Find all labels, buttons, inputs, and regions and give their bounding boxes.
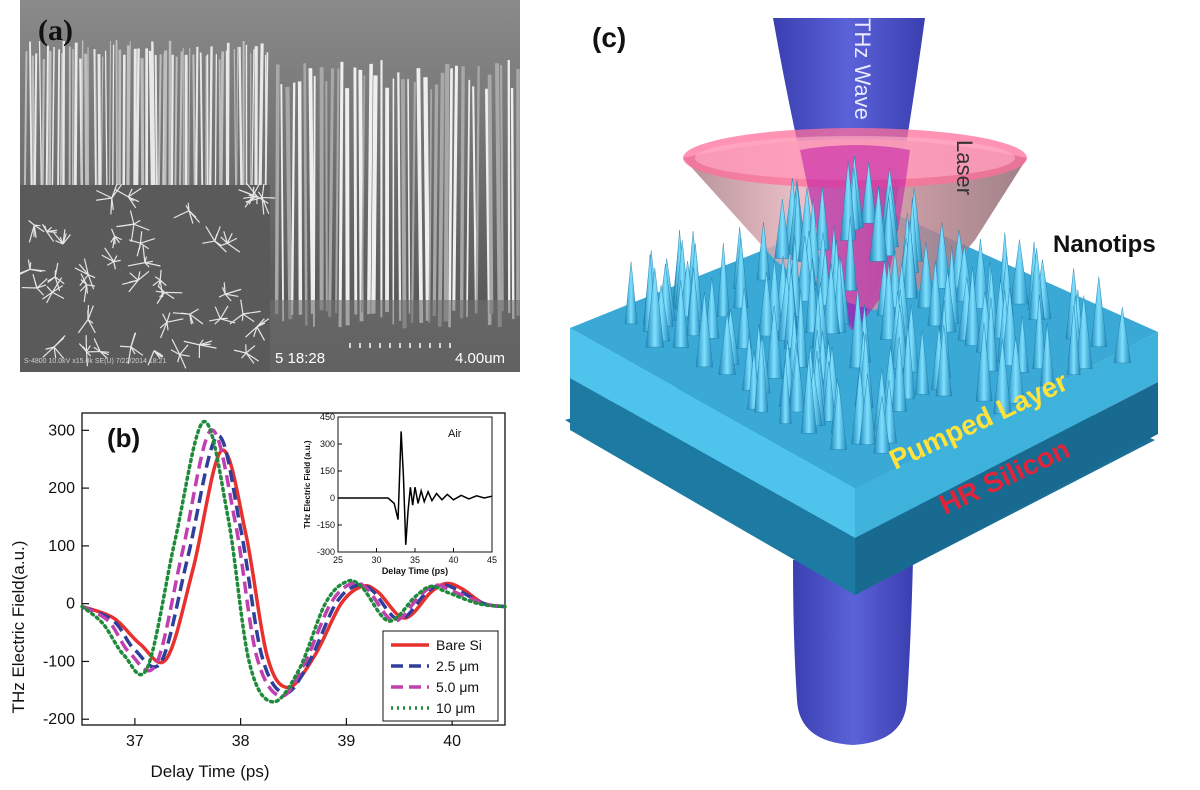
inset-frame: [338, 417, 492, 552]
nanowire: [347, 88, 348, 325]
nanowire: [434, 84, 436, 316]
nanowire: [156, 55, 157, 185]
x-tick-label: 37: [126, 733, 144, 750]
nanowire: [47, 46, 48, 185]
nanowire: [287, 87, 290, 319]
nanowire: [128, 45, 129, 185]
nanowire: [165, 51, 166, 185]
nanowire: [193, 55, 194, 185]
nanowire: [113, 45, 114, 185]
nanowire: [99, 54, 100, 185]
nanotip-cone: [625, 262, 637, 324]
inset-x-tick-label: 40: [448, 555, 458, 565]
nanowire: [462, 66, 464, 318]
legend-label: 2.5 μm: [436, 658, 479, 674]
nanowire: [43, 59, 44, 185]
inset-x-tick-label: 35: [410, 555, 420, 565]
inset-y-tick-label: 450: [320, 412, 335, 422]
nanowire: [75, 43, 76, 185]
nanowire: [175, 57, 176, 185]
nanowire-cluster: [242, 314, 243, 321]
nanowire: [446, 64, 447, 321]
sem-image: (a) 5 18:28 4.00um S-4800 10.0kV x15.0k …: [20, 0, 520, 372]
y-tick-label: 0: [66, 596, 75, 613]
nanowire: [512, 88, 513, 319]
schematic-svg: THz Wave Laser Nanotips Pumped Layer HR …: [555, 0, 1200, 785]
inset-y-tick-label: 0: [330, 493, 335, 503]
nanowire: [340, 62, 342, 327]
y-tick-label: 100: [48, 538, 75, 555]
inset-x-tick-label: 30: [371, 555, 381, 565]
schematic-illustration: THz Wave Laser Nanotips Pumped Layer HR …: [555, 0, 1200, 785]
x-tick-label: 38: [232, 733, 250, 750]
nanowire: [310, 68, 312, 314]
sem-time-text: 5 18:28: [275, 350, 325, 367]
nanowire: [403, 79, 405, 328]
nanowire: [260, 43, 262, 185]
legend-label: 5.0 μm: [436, 679, 479, 695]
nanowire: [305, 63, 307, 325]
y-tick-label: -200: [43, 711, 75, 728]
nanowire: [35, 53, 36, 185]
inset-title: Air: [448, 428, 462, 440]
nanowire: [50, 51, 51, 185]
nanowire: [124, 55, 125, 185]
nanowire: [137, 48, 139, 185]
nanotips-label: Nanotips: [1053, 231, 1156, 258]
nanowire: [221, 51, 223, 185]
nanowire: [196, 47, 197, 185]
laser-label: Laser: [952, 140, 977, 195]
inset-y-label: THz Electric Field (a.u.): [303, 440, 312, 528]
x-tick-label: 40: [443, 733, 461, 750]
nanowire-cluster: [30, 262, 31, 269]
panel-a-label: (a): [38, 14, 73, 48]
nanowire: [142, 58, 143, 185]
nanowire: [355, 67, 356, 314]
scale-bar-label: 4.00um: [455, 350, 505, 367]
y-axis-label: THz Electric Field(a.u.): [9, 541, 28, 714]
nanowire: [326, 81, 327, 311]
inset-y-tick-label: 150: [320, 466, 335, 476]
nanowire: [58, 49, 59, 185]
nanowire: [300, 81, 301, 314]
inset-x-tick-label: 45: [487, 555, 497, 565]
nanowire: [425, 77, 428, 321]
inset-y-tick-label: -300: [317, 547, 335, 557]
legend-label: 10 μm: [436, 700, 475, 716]
inset-y-tick-label: -150: [317, 520, 335, 530]
y-tick-label: 200: [48, 480, 75, 497]
sem-micrograph: [20, 0, 520, 372]
y-tick-label: 300: [48, 422, 75, 439]
thz-wave-label: THz Wave: [850, 18, 875, 120]
nanowire: [497, 63, 500, 327]
nanowire: [277, 65, 278, 315]
panel-c-label: (c): [592, 22, 626, 54]
nanowire: [369, 64, 371, 314]
y-tick-label: -100: [43, 653, 75, 670]
nanowire: [215, 54, 216, 185]
nanowire: [373, 75, 375, 313]
nanowire: [172, 55, 173, 185]
nanowire: [82, 40, 83, 185]
nanowire: [86, 54, 87, 185]
nanowire: [490, 74, 492, 313]
nanowire: [314, 76, 315, 326]
nanowire-cluster: [160, 270, 161, 280]
legend-label: Bare Si: [436, 637, 482, 653]
x-axis-label: Delay Time (ps): [150, 762, 269, 781]
x-tick-label: 39: [337, 733, 355, 750]
panel-b-label: (b): [107, 423, 140, 454]
nanowire: [33, 56, 34, 185]
inset-x-label: Delay Time (ps): [382, 566, 448, 576]
sem-footer-text: S-4800 10.0kV x15.0k SE(U) 7/22/2014 18:…: [24, 358, 166, 365]
nanowire-cluster: [120, 346, 131, 347]
nanowire: [210, 46, 211, 185]
inset-y-tick-label: 300: [320, 439, 335, 449]
